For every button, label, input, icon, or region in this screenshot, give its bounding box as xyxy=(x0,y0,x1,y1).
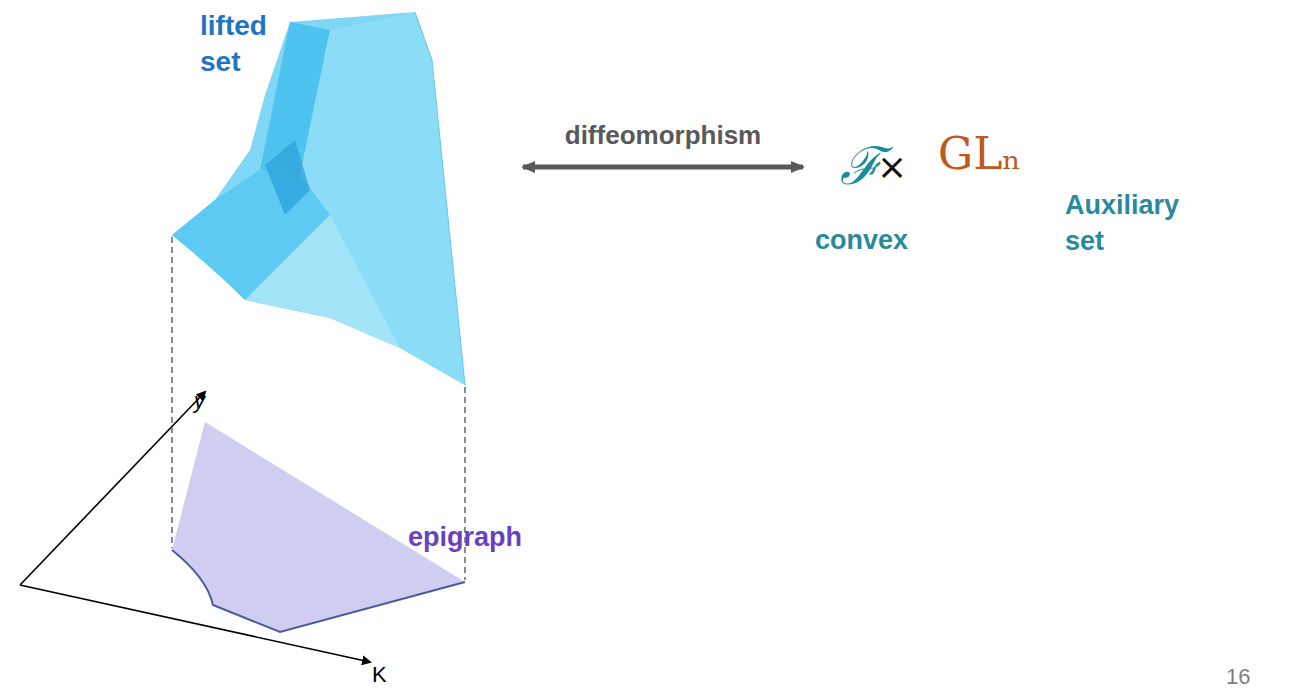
y-axis xyxy=(20,392,205,585)
node-title: GLₙ xyxy=(938,128,1215,179)
node-caption: convex xyxy=(815,225,908,256)
node-title: epigraph xyxy=(408,522,522,553)
epigraph-boundary xyxy=(172,550,465,632)
projection-line xyxy=(171,237,173,548)
axis-label: K xyxy=(372,662,387,688)
node-title: lifted set xyxy=(200,8,310,80)
auxiliary-factor: GLₙAuxiliary set xyxy=(930,128,1215,259)
double-arrow xyxy=(523,165,803,170)
lifted-set-region: lifted set xyxy=(170,8,515,393)
edge-label: diffeomorphism xyxy=(565,120,761,151)
epigraph-label: epigraph xyxy=(408,522,522,553)
node-caption: Auxiliary set xyxy=(1065,187,1215,259)
times-symbol: × xyxy=(877,146,907,187)
axis-label: y xyxy=(194,388,205,414)
page-number: 16 xyxy=(1226,664,1250,690)
